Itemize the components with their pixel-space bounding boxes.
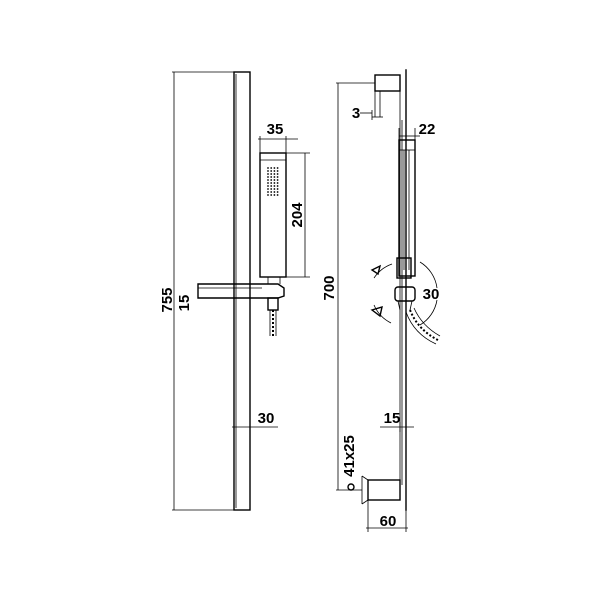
spray-nozzles bbox=[267, 167, 279, 196]
overall-height-label: 755 bbox=[159, 287, 176, 312]
side-view: 3 700 22 30 15 41x25 60 bbox=[321, 69, 441, 532]
nozzle-dot bbox=[267, 191, 269, 193]
bar-depth-label: 15 bbox=[384, 410, 401, 427]
nozzle-dot bbox=[267, 182, 269, 184]
nozzle-dot bbox=[276, 194, 279, 196]
handset-width-label: 35 bbox=[267, 121, 284, 138]
handset-width-dimension bbox=[258, 136, 298, 153]
rotating-holder bbox=[370, 257, 438, 326]
bracket-screw-icon bbox=[347, 483, 355, 491]
nozzle-dot bbox=[273, 191, 276, 193]
nozzle-dot bbox=[276, 176, 279, 178]
center-height-label-text: 700 bbox=[321, 275, 338, 300]
hose-side bbox=[405, 307, 441, 345]
nozzle-dot bbox=[267, 170, 269, 172]
nozzle-dot bbox=[273, 194, 276, 196]
nozzle-dot bbox=[267, 167, 269, 169]
rotate-arrow-up-icon bbox=[370, 264, 382, 276]
nozzle-dot bbox=[267, 194, 269, 196]
holder-offset-label: 15 bbox=[176, 295, 193, 312]
nozzle-dot bbox=[276, 185, 279, 187]
bracket-size-label: 41x25 bbox=[341, 435, 358, 477]
nozzle-dot bbox=[267, 179, 269, 181]
nozzle-dot bbox=[273, 182, 276, 184]
hose-front bbox=[267, 297, 279, 336]
handset-side bbox=[398, 139, 416, 277]
handset-front bbox=[259, 152, 287, 284]
nozzle-dot bbox=[276, 167, 279, 169]
handset-length-label: 204 bbox=[289, 202, 306, 228]
center-height-dimension bbox=[336, 82, 375, 491]
nozzle-dot bbox=[270, 173, 273, 175]
nozzle-dot bbox=[273, 170, 276, 172]
nozzle-dot bbox=[276, 188, 279, 190]
bottom-bracket bbox=[347, 475, 401, 505]
rotation-label: 30 bbox=[423, 286, 440, 303]
slide-rail bbox=[233, 71, 251, 511]
nozzle-dot bbox=[273, 173, 276, 175]
front-view: 755 15 35 204 30 bbox=[159, 71, 310, 511]
bracket-projection-label: 60 bbox=[380, 513, 397, 530]
bar-width-dimension bbox=[232, 422, 278, 432]
bracket-projection-dimension bbox=[366, 500, 408, 532]
nozzle-dot bbox=[270, 176, 273, 178]
overall-height-dimension bbox=[172, 71, 250, 511]
nozzle-dot bbox=[276, 179, 279, 181]
bar-width-label: 30 bbox=[258, 410, 275, 427]
nozzle-dot bbox=[273, 176, 276, 178]
nozzle-dot bbox=[273, 185, 276, 187]
nozzle-dot bbox=[276, 191, 279, 193]
nozzle-dot bbox=[270, 191, 273, 193]
nozzle-dot bbox=[270, 167, 273, 169]
top-bracket bbox=[371, 74, 401, 120]
nozzle-dot bbox=[270, 194, 273, 196]
holder-arm bbox=[197, 283, 285, 299]
nozzle-dot bbox=[270, 188, 273, 190]
wall-gap-label: 3 bbox=[352, 105, 360, 122]
nozzle-dot bbox=[270, 185, 273, 187]
nozzle-dot bbox=[276, 170, 279, 172]
handset-depth-label: 22 bbox=[419, 121, 436, 138]
nozzle-dot bbox=[270, 182, 273, 184]
nozzle-dot bbox=[270, 179, 273, 181]
nozzle-dot bbox=[276, 173, 279, 175]
rotate-arrow-down-icon bbox=[370, 305, 383, 318]
nozzle-dot bbox=[273, 179, 276, 181]
bar-depth-dimension bbox=[380, 422, 414, 432]
nozzle-dot bbox=[273, 167, 276, 169]
nozzle-dot bbox=[267, 176, 269, 178]
nozzle-dot bbox=[276, 182, 279, 184]
nozzle-dot bbox=[273, 188, 276, 190]
nozzle-dot bbox=[270, 170, 273, 172]
nozzle-dot bbox=[267, 188, 269, 190]
nozzle-dot bbox=[267, 173, 269, 175]
nozzle-dot bbox=[267, 185, 269, 187]
handset-length-dimension bbox=[286, 152, 310, 278]
handset-depth-dimension bbox=[398, 128, 420, 140]
